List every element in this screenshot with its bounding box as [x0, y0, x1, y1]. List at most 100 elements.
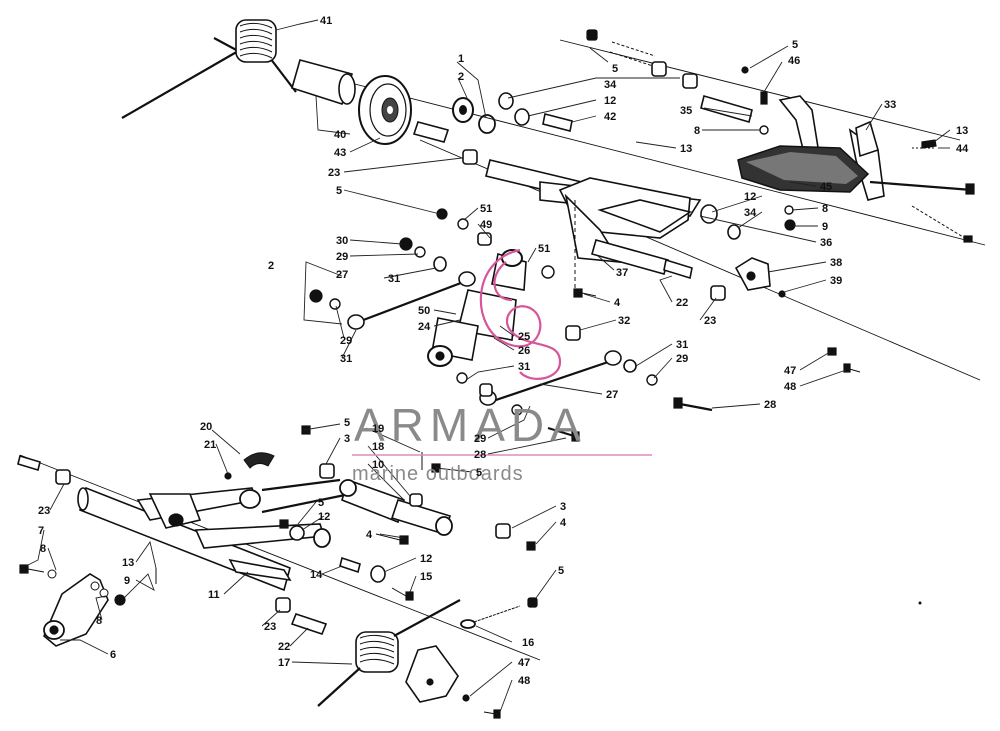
washer-8-top [759, 125, 769, 135]
sleeve-upper [412, 121, 450, 143]
frame-37 [485, 159, 702, 288]
callout-20: 20 [200, 421, 212, 433]
callout-12: 12 [604, 95, 616, 107]
callout-12: 12 [318, 511, 330, 523]
long-bolt-36 [869, 180, 975, 243]
callout-5: 5 [792, 39, 798, 51]
callout-13: 13 [680, 143, 692, 155]
callout-13: 13 [122, 557, 134, 569]
callout-4: 4 [614, 297, 621, 309]
callout-45: 45 [820, 181, 832, 193]
callout-24: 24 [418, 321, 431, 333]
callout-14: 14 [310, 569, 323, 581]
crank-arm-6 [43, 573, 109, 647]
stray-dot [918, 601, 922, 605]
callout-27: 27 [606, 389, 618, 401]
callout-29: 29 [474, 433, 486, 445]
bushing-23-22-lower [275, 597, 328, 635]
callout-8: 8 [694, 125, 700, 137]
bolts-47-48-lower [462, 694, 501, 719]
callout-4: 4 [560, 517, 567, 529]
callout-43: 43 [334, 147, 346, 159]
callout-17: 17 [278, 657, 290, 669]
callout-11: 11 [208, 589, 220, 601]
callout-28: 28 [764, 399, 776, 411]
washer-8-nut-9-left [99, 568, 157, 606]
eye-bolt-16 [460, 597, 538, 629]
callout-35: 35 [680, 105, 692, 117]
callout-34: 34 [604, 79, 617, 91]
callout-44: 44 [956, 143, 969, 155]
callout-6: 6 [110, 649, 116, 661]
callout-5: 5 [476, 467, 482, 479]
stray-mark: 2 [268, 260, 274, 272]
bushing-12-34-right [700, 204, 741, 240]
bolt-28-middle [547, 397, 713, 442]
shaft-35 [700, 94, 753, 124]
bolt-13-44 [912, 139, 937, 149]
callout-5: 5 [558, 565, 564, 577]
watermark-logo-swirl [479, 248, 562, 380]
callout-12: 12 [744, 191, 756, 203]
brand-watermark: ARMADA marine outboards [352, 248, 652, 485]
bolt-group-top [609, 41, 698, 89]
callout-16: 16 [522, 637, 534, 649]
leader-lines [25, 19, 951, 713]
shock-absorber-50 [427, 249, 527, 367]
callout-22: 22 [676, 297, 688, 309]
callout-25: 25 [518, 331, 530, 343]
torsion-spring-17 [317, 599, 461, 707]
torsion-spring-41 [121, 19, 297, 119]
callout-3: 3 [560, 501, 566, 513]
watermark-tagline: marine outboards [352, 463, 524, 485]
callout-29: 29 [340, 335, 352, 347]
callout-7: 7 [38, 525, 44, 537]
bushing-23-upper [462, 149, 478, 165]
callout-12: 12 [420, 553, 432, 565]
bolts-47-48-right [827, 347, 861, 373]
callout-40: 40 [334, 129, 346, 141]
tie-rod-upper-lower [261, 478, 351, 514]
callout-23: 23 [264, 621, 276, 633]
callout-48: 48 [518, 675, 530, 687]
callout-36: 36 [820, 237, 832, 249]
damper-10 [339, 452, 453, 536]
callout-30: 30 [336, 235, 348, 247]
callout-34: 34 [744, 207, 757, 219]
pin-23-left [17, 454, 71, 485]
callout-47: 47 [784, 365, 796, 377]
callout-8: 8 [96, 615, 102, 627]
callout-31: 31 [340, 353, 352, 365]
link-rod-27-lower [479, 350, 622, 406]
callout-9: 9 [124, 575, 130, 587]
callout-22: 22 [278, 641, 290, 653]
callout-18: 18 [372, 441, 384, 453]
callout-23: 23 [38, 505, 50, 517]
callout-42: 42 [604, 111, 616, 123]
callout-1: 1 [458, 53, 464, 65]
callout-8: 8 [822, 203, 828, 215]
bushing-34-top [498, 92, 514, 110]
callout-3: 3 [344, 433, 350, 445]
callout-4: 4 [366, 529, 373, 541]
pin-14-12-15 [339, 556, 414, 601]
strap-20-21 [224, 452, 275, 480]
callout-48: 48 [784, 381, 796, 393]
callout-41: 41 [320, 15, 332, 27]
callout-38: 38 [830, 257, 842, 269]
callout-51: 51 [538, 243, 550, 255]
callout-37: 37 [616, 267, 628, 279]
link-rod-27-upper [347, 271, 476, 330]
callout-15: 15 [420, 571, 432, 583]
callout-2: 2 [458, 71, 464, 83]
callout-13: 13 [956, 125, 968, 137]
callout-31: 31 [388, 273, 400, 285]
callout-23: 23 [328, 167, 340, 179]
callout-51: 51 [480, 203, 492, 215]
callout-47: 47 [518, 657, 530, 669]
callout-8: 8 [40, 543, 46, 555]
callout-9: 9 [822, 221, 828, 233]
callout-10: 10 [372, 459, 384, 471]
